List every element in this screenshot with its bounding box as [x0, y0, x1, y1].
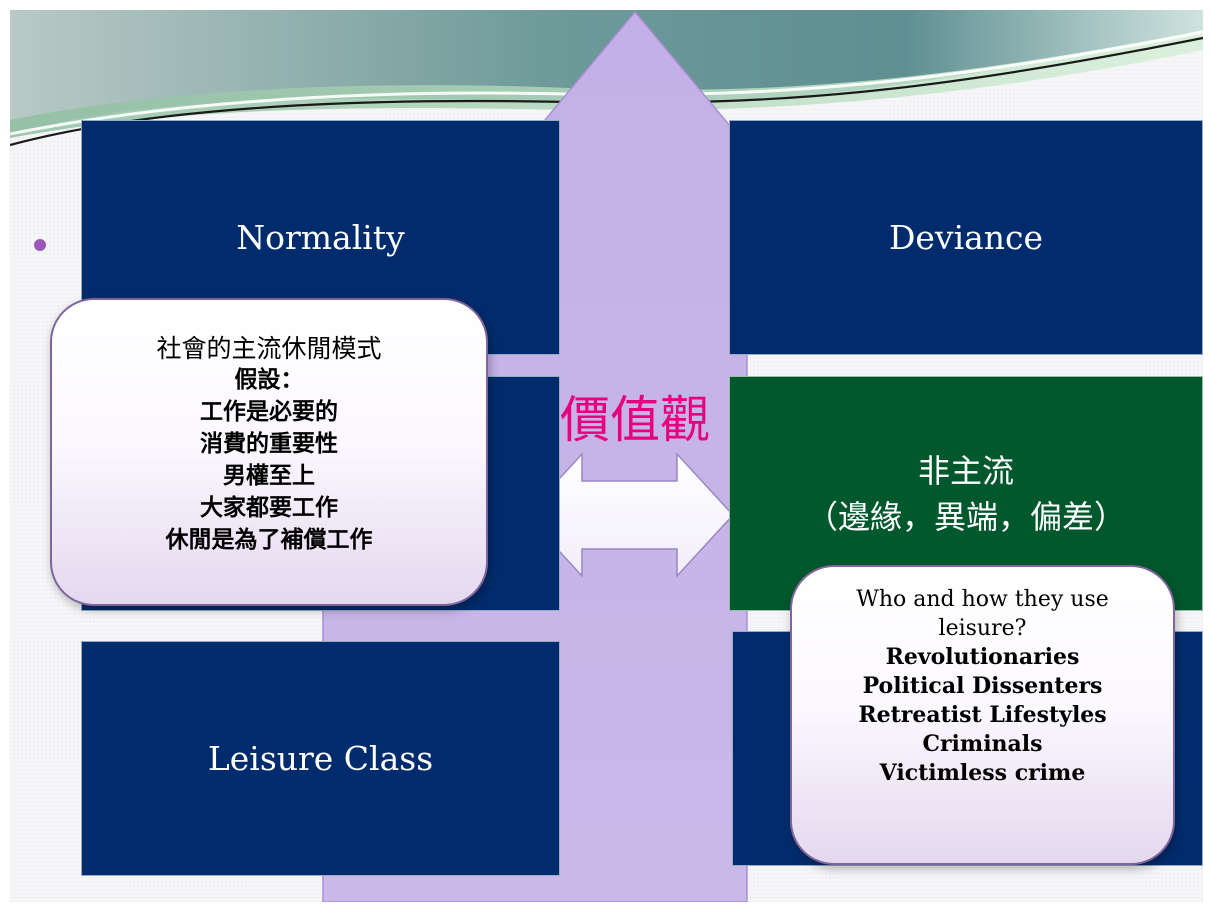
values-label: 價值觀: [560, 391, 710, 449]
callout-item: 大家都要工作: [200, 495, 338, 521]
callout-question: Who and how they use leisure?: [856, 587, 1109, 641]
callout-item: Victimless crime: [879, 760, 1086, 786]
slide: Normality Deviance 非主流 （邊緣，異端，偏差） Leisur…: [10, 10, 1203, 902]
callout-item: Retreatist Lifestyles: [858, 702, 1107, 728]
callout-item: 工作是必要的: [200, 399, 338, 425]
leisure-class-box: Leisure Class: [81, 641, 560, 876]
leisure-class-label: Leisure Class: [207, 738, 434, 778]
callout-item: 假設：: [234, 367, 304, 393]
non-mainstream-label: 非主流: [917, 452, 1014, 490]
callout-item: Political Dissenters: [862, 673, 1103, 699]
deviant-leisure-callout: Who and how they use leisure? Revolution…: [790, 565, 1175, 865]
callout-item: 消費的重要性: [200, 431, 338, 457]
callout-item: Criminals: [922, 731, 1043, 757]
deviance-label: Deviance: [888, 217, 1044, 257]
deviance-box: Deviance: [729, 120, 1203, 355]
callout-title: 社會的主流休閒模式: [156, 334, 382, 363]
non-mainstream-sublabel: （邊緣，異端，偏差）: [805, 498, 1126, 536]
callout-item: 休閒是為了補償工作: [165, 527, 373, 553]
bullet-icon: [34, 239, 46, 251]
header-swoosh-light: [10, 30, 1203, 138]
mainstream-leisure-callout: 社會的主流休閒模式 假設： 工作是必要的 消費的重要性 男權至上 大家都要工作 …: [50, 298, 488, 606]
normality-label: Normality: [236, 217, 405, 257]
callout-item: Revolutionaries: [885, 644, 1080, 670]
callout-item: 男權至上: [223, 463, 315, 489]
